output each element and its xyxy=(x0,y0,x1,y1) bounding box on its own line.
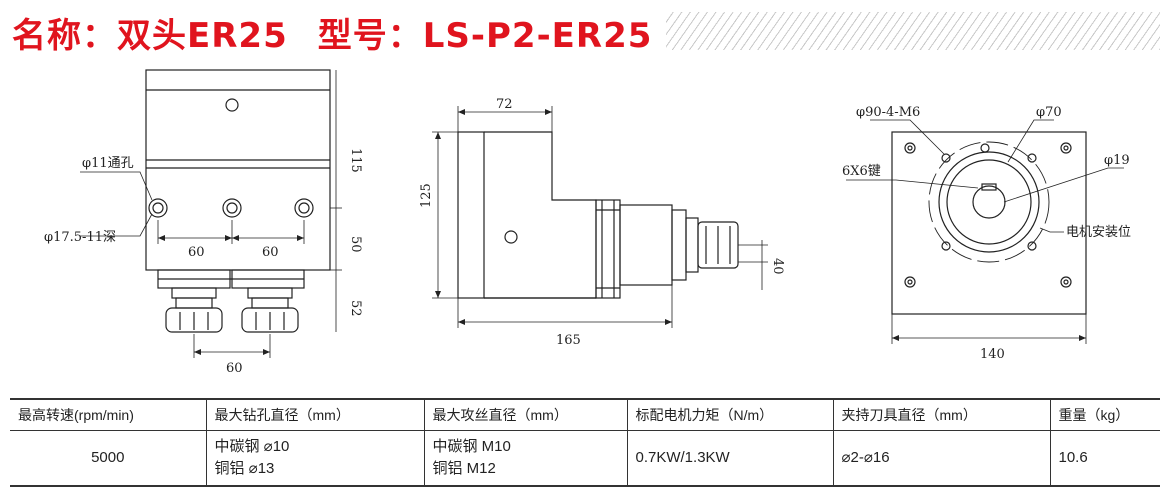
hole-mid xyxy=(222,198,242,218)
label-dim-50: 50 xyxy=(348,236,363,253)
technical-drawing: φ11通孔 φ17.5-11深 60 60 115 50 52 60 72 12… xyxy=(44,69,1131,376)
hole-left xyxy=(148,198,168,218)
value-tap: 中碳钢 M10 铜铝 M12 xyxy=(423,430,628,487)
header-weight: 重量（kg） xyxy=(1049,398,1160,431)
shaft-bore xyxy=(972,185,1006,219)
value-torque: 0.7KW/1.3KW xyxy=(626,430,834,487)
label-dim-60-b: 60 xyxy=(262,245,279,260)
product-model: 型号：LS-P2-ER25 xyxy=(317,16,653,56)
label-dim-40: 40 xyxy=(770,258,785,275)
header-tap: 最大攻丝直径（mm） xyxy=(423,398,628,431)
value-drill-line2: 铜铝 ⌀13 xyxy=(214,460,275,477)
side-view xyxy=(432,106,768,328)
spec-value-row: 5000 中碳钢 ⌀10 铜铝 ⌀13 中碳钢 M10 铜铝 M12 0.7KW… xyxy=(10,430,1160,487)
label-dia-70: φ70 xyxy=(1036,105,1062,120)
product-name: 名称：双头ER25 xyxy=(12,16,288,56)
label-dim-52: 52 xyxy=(348,300,363,317)
label-dim-165: 165 xyxy=(556,333,581,348)
side-housing xyxy=(457,131,485,299)
label-hole-depth: φ17.5-11深 xyxy=(44,230,116,245)
label-dia-19: φ19 xyxy=(1104,153,1130,168)
page-title: 名称：双头ER25 型号：LS-P2-ER25 xyxy=(12,8,667,57)
label-dim-115: 115 xyxy=(348,148,363,173)
label-dim-140: 140 xyxy=(980,347,1005,362)
label-dim-125: 125 xyxy=(419,183,434,208)
label-dim-60-bottom: 60 xyxy=(226,361,243,376)
header-collet: 夹持刀具直径（mm） xyxy=(832,398,1051,431)
top-view xyxy=(846,119,1124,344)
collet-right xyxy=(241,307,299,333)
front-view xyxy=(80,69,342,358)
title-bar: 名称：双头ER25 型号：LS-P2-ER25 xyxy=(0,0,1171,62)
header-speed: 最高转速(rpm/min) xyxy=(10,398,207,431)
header-drill: 最大钻孔直径（mm） xyxy=(205,398,425,431)
label-motor-mount: 电机安装位 xyxy=(1066,225,1131,240)
value-speed: 5000 xyxy=(10,430,207,487)
value-collet: ⌀2-⌀16 xyxy=(832,430,1051,487)
header-torque: 标配电机力矩（N/m） xyxy=(626,398,834,431)
label-dim-60-a: 60 xyxy=(188,245,205,260)
top-plate xyxy=(891,131,1087,315)
spec-table: 最高转速(rpm/min) 最大钻孔直径（mm） 最大攻丝直径（mm） 标配电机… xyxy=(10,398,1160,487)
value-drill: 中碳钢 ⌀10 铜铝 ⌀13 xyxy=(205,430,425,487)
value-tap-line2: 铜铝 M12 xyxy=(432,460,496,477)
label-hole-through: φ11通孔 xyxy=(82,156,134,171)
value-drill-line1: 中碳钢 ⌀10 xyxy=(214,438,290,455)
hole-right xyxy=(294,198,314,218)
collet-left xyxy=(165,307,223,333)
spec-header-row: 最高转速(rpm/min) 最大钻孔直径（mm） 最大攻丝直径（mm） 标配电机… xyxy=(10,398,1160,431)
label-dim-72: 72 xyxy=(496,97,513,112)
value-tap-line1: 中碳钢 M10 xyxy=(432,438,511,455)
value-weight: 10.6 xyxy=(1049,430,1160,487)
label-key: 6X6键 xyxy=(842,164,881,179)
label-bolt-circle: φ90-4-M6 xyxy=(856,105,920,120)
